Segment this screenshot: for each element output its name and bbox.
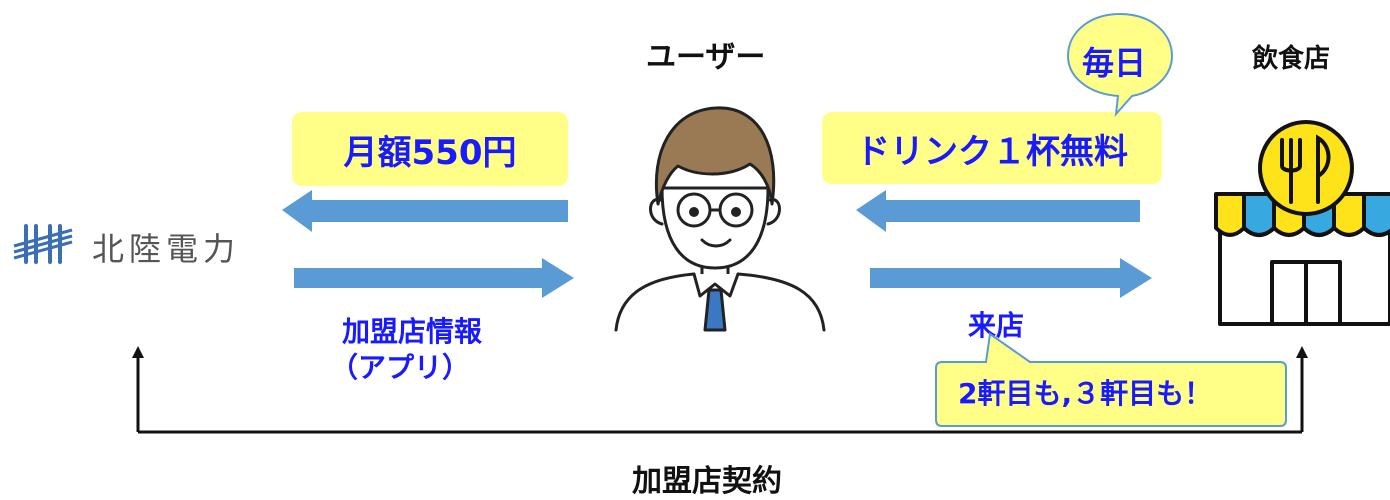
drink-arrow: [856, 190, 1140, 232]
restaurant-title: 飲食店: [1252, 44, 1331, 74]
fee-arrow: [282, 190, 568, 232]
company-logo: 北陸電力: [12, 222, 282, 268]
repeat-callout-shape: [935, 332, 1287, 427]
member-info-line1: 加盟店情報: [342, 315, 483, 348]
daily-label: 毎日: [1082, 44, 1147, 82]
member-info-line2: （アプリ）: [330, 351, 471, 384]
contract-label: 加盟店契約: [632, 464, 782, 499]
fee-box: 月額550円: [292, 112, 568, 186]
info-arrow: [294, 258, 574, 298]
visit-label: 来店: [968, 309, 1025, 342]
company-logo-mark-icon: [13, 224, 73, 264]
drink-label: ドリンク１杯無料: [856, 131, 1128, 172]
company-name: 北陸電力: [92, 230, 241, 268]
repeat-label: 2軒目も,３軒目も！: [958, 377, 1213, 410]
daily-bubble-shape: [1066, 12, 1174, 118]
user-avatar-icon: [614, 106, 826, 332]
restaurant-icon: [1214, 120, 1390, 326]
visit-arrow: [870, 258, 1152, 298]
drink-box: ドリンク１杯無料: [822, 112, 1162, 184]
contract-bracket: [132, 346, 1308, 434]
fee-label: 月額550円: [343, 132, 517, 173]
user-title: ユーザー: [646, 40, 766, 75]
